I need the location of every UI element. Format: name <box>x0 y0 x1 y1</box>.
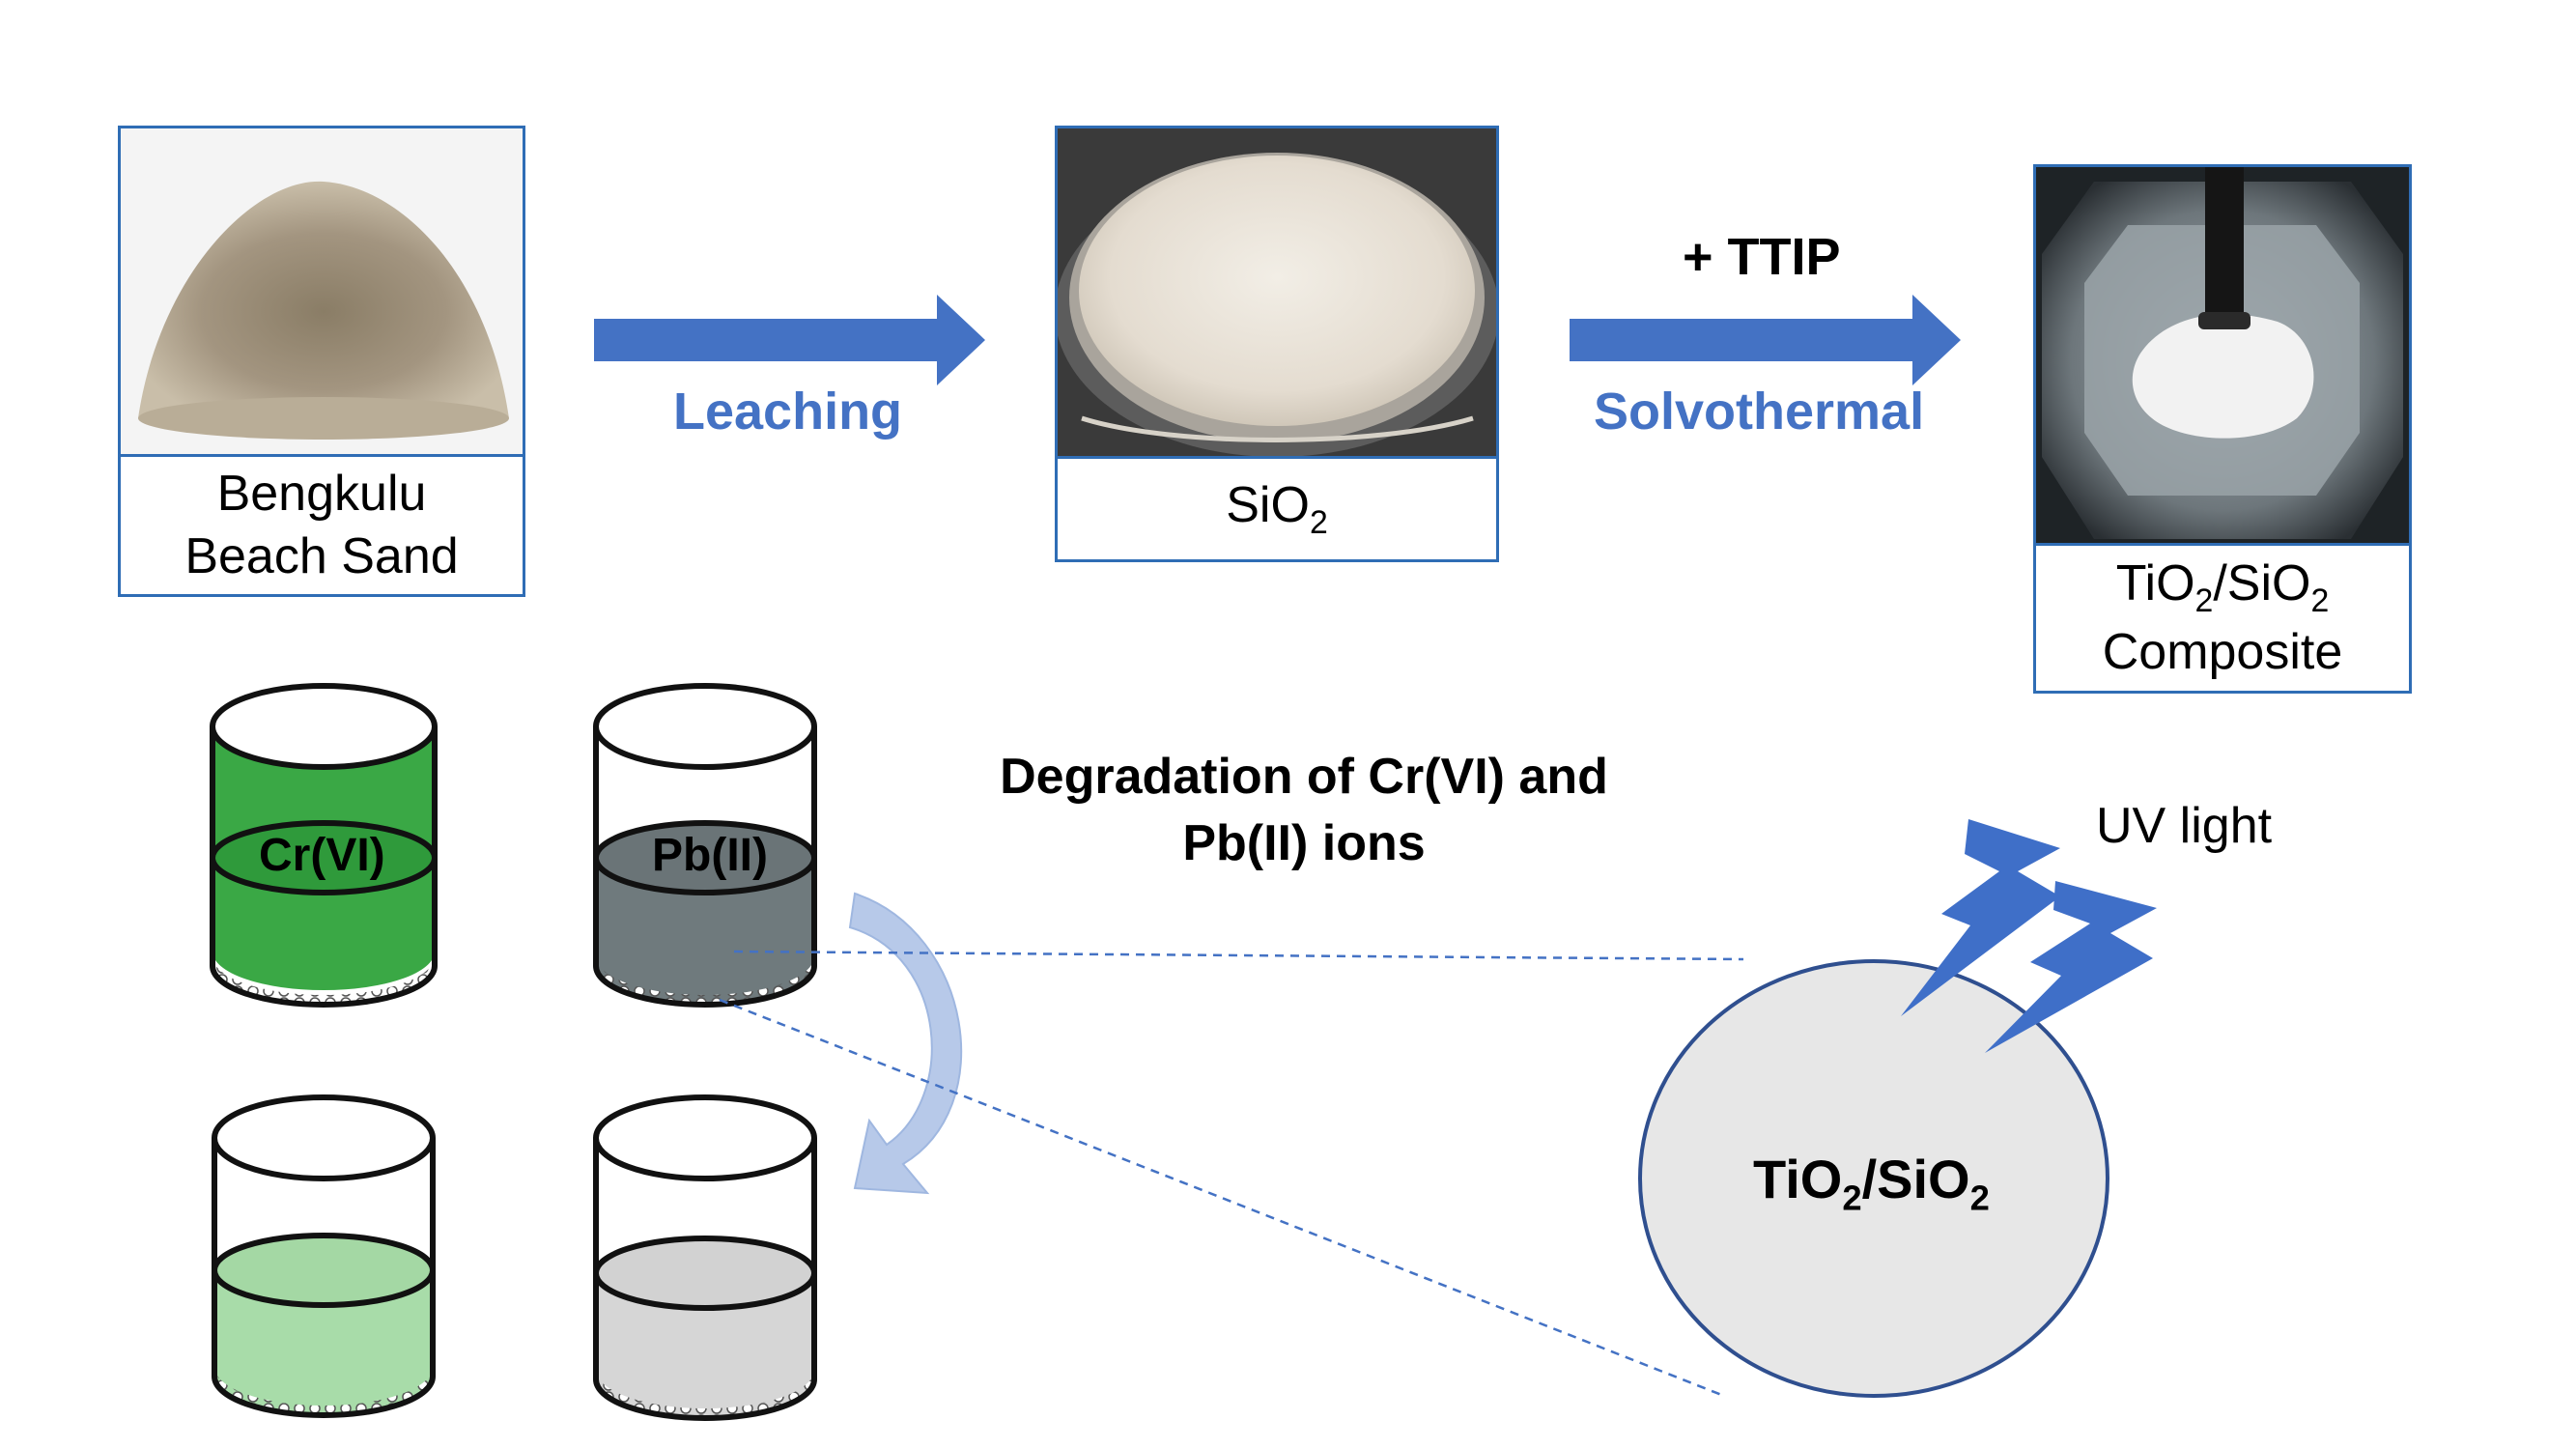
particle-circle-label: TiO2/SiO2 <box>1753 1148 1990 1219</box>
ttip-label: + TTIP <box>1683 228 1841 286</box>
degradation-line1: Degradation of Cr(VI) and <box>1000 749 1608 805</box>
composite-bowl-image <box>2036 167 2409 546</box>
composite-caption-line1: TiO2/SiO2 <box>2116 553 2330 621</box>
uv-light-label: UV light <box>2096 798 2273 854</box>
sio2-caption-text: SiO <box>1226 477 1310 534</box>
composite-caption-tio2: TiO <box>2115 554 2195 611</box>
sand-caption-line1: Bengkulu <box>216 466 427 522</box>
sio2-caption: SiO2 <box>1058 456 1496 559</box>
degradation-line2: Pb(II) ions <box>1182 814 1426 871</box>
beaker-label-pb: Pb(II) <box>652 830 768 881</box>
sand-caption: Bengkulu Beach Sand <box>121 454 523 594</box>
particle-circle <box>1638 959 2109 1398</box>
circle-tio2-sub: 2 <box>1842 1178 1862 1218</box>
sio2-caption-line: SiO2 <box>1226 474 1327 543</box>
sand-pile-image <box>121 128 523 457</box>
beaker-pb-ii <box>593 683 817 1008</box>
beaker-cr-treated <box>212 1094 436 1418</box>
leaching-arrow <box>594 295 985 385</box>
sand-caption-line2: Beach Sand <box>184 528 459 584</box>
circle-sio2: /SiO <box>1861 1149 1970 1209</box>
sio2-box: SiO2 <box>1055 126 1499 562</box>
composite-photo <box>2036 167 2409 546</box>
zoom-line-bottom <box>719 998 1725 1398</box>
circle-sio2-sub: 2 <box>1969 1178 1990 1218</box>
zoom-line-top <box>733 950 1744 961</box>
composite-caption-sio2-sub: 2 <box>2310 582 2330 619</box>
leaching-label: Leaching <box>673 383 903 440</box>
sand-photo <box>121 128 523 457</box>
composite-box: TiO2/SiO2 Composite <box>2033 164 2412 694</box>
sand-box: Bengkulu Beach Sand <box>118 126 525 597</box>
composite-caption-line2: Composite <box>2102 624 2343 681</box>
beaker-cr-vi <box>210 683 438 1008</box>
sio2-powder-image <box>1058 128 1496 459</box>
composite-caption-sio2: /SiO <box>2213 554 2311 611</box>
degradation-title: Degradation of Cr(VI) and Pb(II) ions <box>947 744 1661 876</box>
solvothermal-label: Solvothermal <box>1594 383 1925 440</box>
solvothermal-arrow <box>1570 295 1961 385</box>
circle-tio2: TiO <box>1753 1149 1843 1209</box>
curved-arrow <box>848 892 963 1195</box>
beaker-pb-treated <box>593 1094 817 1421</box>
composite-caption: TiO2/SiO2 Composite <box>2036 543 2409 691</box>
beaker-label-cr: Cr(VI) <box>259 830 385 881</box>
lightning-icon <box>1901 819 2060 1016</box>
sio2-photo <box>1058 128 1496 459</box>
lightning-icon-2 <box>1985 881 2157 1053</box>
composite-caption-tio2-sub: 2 <box>2194 582 2214 619</box>
sio2-caption-sub: 2 <box>1309 504 1328 542</box>
